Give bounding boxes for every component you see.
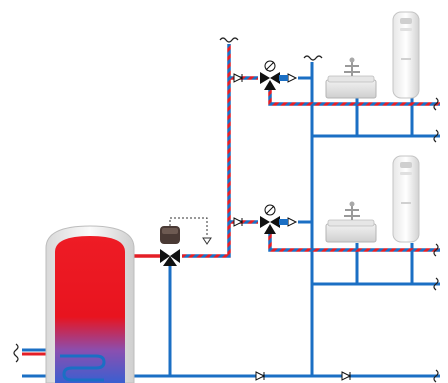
break-top-riser [219,37,239,43]
check-valve-icon [341,371,352,381]
sensor-wire [169,217,208,236]
break-floor2-cold [433,277,439,291]
valve-actuator-icon [160,226,180,244]
floor1-hot-branch [268,90,440,106]
break-tank-left [13,343,19,363]
valve-green-band [279,219,288,225]
floor-2-water-heater-icon [392,155,420,243]
floor-1-sink-icon [325,57,377,99]
check-valve-icon [287,73,298,83]
check-valve-icon [287,217,298,227]
floor-1-valve-group [233,60,298,90]
break-floor1-cold [433,129,439,143]
check-valve-icon [255,371,266,381]
floor-2-sink-icon [325,201,377,243]
break-floor2-hot [433,243,439,257]
floor2-hot-branch [268,234,440,252]
three-way-mixing-valve-icon [160,249,180,266]
check-valve-icon [233,73,244,83]
valve-green-band [279,75,288,81]
thermostatic-valve-icon [260,60,280,90]
hot-main-riser [182,44,231,258]
break-main-cold [433,369,439,383]
break-floor1-hot [433,97,439,111]
storage-tank-icon [45,225,135,383]
floor-1-water-heater-icon [392,11,420,99]
check-valve-icon [233,217,244,227]
hot-recirculation-piping [182,44,440,258]
floor-2-valve-group [233,204,298,234]
temperature-sensor-icon [202,237,212,245]
thermostatic-valve-icon [260,204,280,234]
pipe-break-symbols [13,37,439,383]
break-cold-riser [303,55,323,61]
